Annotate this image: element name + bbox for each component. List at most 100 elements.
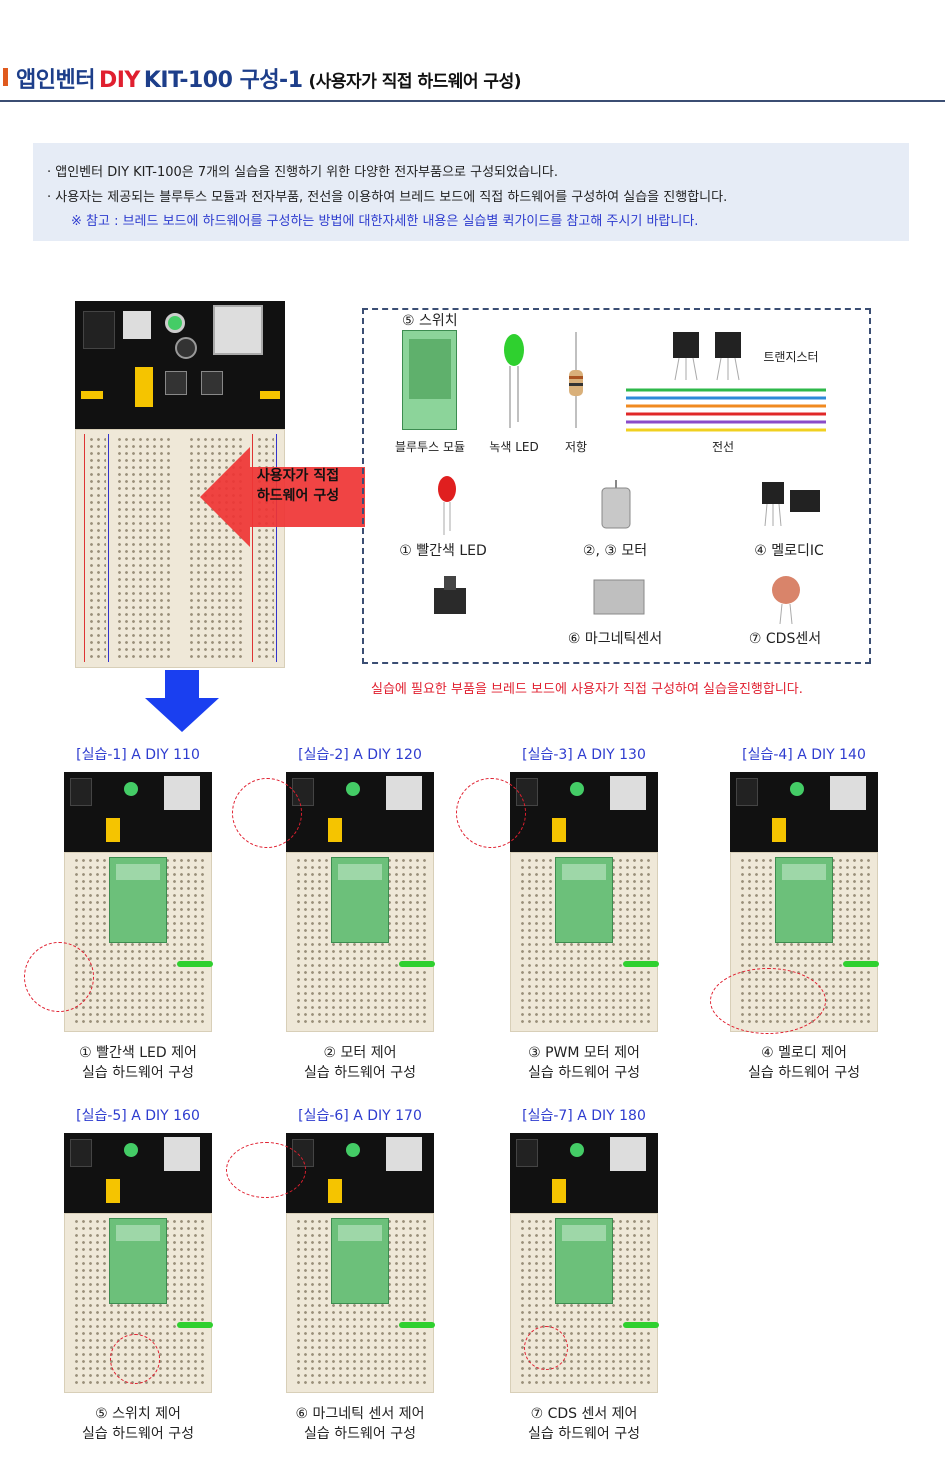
step-title-6: [실습-6] A DIY 170 xyxy=(298,1108,422,1124)
title-main: 앱인벤터 xyxy=(16,68,95,93)
step-board-1 xyxy=(64,772,213,1032)
step-title-7: [실습-7] A DIY 180 xyxy=(522,1108,646,1124)
main-breadboard xyxy=(75,301,285,668)
arrow-text: 사용자가 직접 하드웨어 구성 xyxy=(248,466,348,506)
caption-line1: ⑤ 스위치 제어 xyxy=(95,1406,181,1422)
power-module xyxy=(75,301,285,429)
step-power-module xyxy=(64,1133,212,1213)
cds-highlight xyxy=(524,1326,568,1370)
green-led-icon xyxy=(177,1322,213,1328)
bluetooth-module-icon xyxy=(775,857,833,943)
magnetic-highlight xyxy=(226,1142,306,1198)
label-bluetooth: 블루투스 모듈 xyxy=(394,440,466,454)
red-led-icon xyxy=(438,476,456,535)
caption-line1: ⑦ CDS 센서 제어 xyxy=(530,1406,638,1422)
label-magnetic: ⑥ 마그네틱센서 xyxy=(567,631,663,647)
arrow-left-icon xyxy=(200,447,365,547)
title-rest: KIT-100 구성-1 xyxy=(143,68,303,93)
bluetooth-module-icon xyxy=(331,1218,389,1304)
label-switch: ⑤ 스위치 xyxy=(402,313,458,329)
bluetooth-module-icon xyxy=(331,857,389,943)
caption-line1: ④ 멜로디 제어 xyxy=(761,1045,847,1061)
step-breadboard-body xyxy=(510,852,659,1032)
step-breadboard-body xyxy=(64,852,213,1032)
label-resistor: 저항 xyxy=(564,440,588,454)
caption-line2: 실습 하드웨어 구성 xyxy=(748,1065,860,1081)
caption-line1: ② 모터 제어 xyxy=(323,1045,397,1061)
step-breadboard-body xyxy=(286,1213,435,1393)
info-note: ※ 참고 : 브레드 보드에 하드웨어를 구성하는 방법에 대한자세한 내용은 … xyxy=(71,214,699,229)
caption-line1: ⑥ 마그네틱 센서 제어 xyxy=(295,1406,425,1422)
melody-highlight xyxy=(710,968,826,1034)
bluetooth-module-icon xyxy=(555,857,613,943)
bluetooth-module-icon xyxy=(402,330,457,430)
label-red-led: ① 빨간색 LED xyxy=(399,543,487,559)
bluetooth-module-icon xyxy=(109,857,167,943)
green-led-icon xyxy=(399,1322,435,1328)
label-motor: ②, ③ 모터 xyxy=(582,543,648,559)
step-power-module xyxy=(286,772,434,852)
title-diy: DIY xyxy=(98,68,140,93)
label-wire: 전선 xyxy=(711,440,735,454)
arrow-down-icon xyxy=(145,670,219,732)
caption-line2: 실습 하드웨어 구성 xyxy=(528,1426,640,1442)
switch-highlight xyxy=(110,1334,160,1384)
step-board-6 xyxy=(286,1133,435,1393)
step-board-7 xyxy=(510,1133,659,1393)
bluetooth-module-icon xyxy=(555,1218,613,1304)
melody-ic-icon xyxy=(762,482,820,527)
magnetic-sensor-icon xyxy=(593,579,645,615)
step-power-module xyxy=(510,772,658,852)
caption-line2: 실습 하드웨어 구성 xyxy=(528,1065,640,1081)
caption-line2: 실습 하드웨어 구성 xyxy=(304,1426,416,1442)
arrow-text-line2: 하드웨어 구성 xyxy=(256,488,340,504)
resistor-icon xyxy=(569,332,583,428)
switch-icon xyxy=(434,576,466,614)
step-title-1: [실습-1] A DIY 110 xyxy=(76,747,200,763)
jumper-wires-icon xyxy=(626,388,826,432)
red-led-highlight xyxy=(24,942,94,1012)
label-melody: ④ 멜로디IC xyxy=(754,543,824,559)
green-led-icon xyxy=(177,961,213,967)
green-led-icon xyxy=(843,961,879,967)
step-board-2 xyxy=(286,772,435,1032)
parts-panel: 블루투스 모듈 녹색 LED 저항 트랜지스터 전선 ① 빨간색 LED xyxy=(362,308,871,664)
step-title-2: [실습-2] A DIY 120 xyxy=(298,747,422,763)
title-sub: (사용자가 직접 하드웨어 구성) xyxy=(308,72,522,92)
step-power-module xyxy=(64,772,212,852)
green-led-icon xyxy=(399,961,435,967)
caption-line1: ③ PWM 모터 제어 xyxy=(528,1045,640,1061)
step-breadboard-body xyxy=(286,852,435,1032)
green-led-icon xyxy=(623,1322,659,1328)
caption-line1: ① 빨간색 LED 제어 xyxy=(79,1045,197,1061)
step-title-5: [실습-5] A DIY 160 xyxy=(76,1108,200,1124)
header-accent-bar xyxy=(3,68,8,86)
step-title-4: [실습-4] A DIY 140 xyxy=(742,747,866,763)
label-green-led: 녹색 LED xyxy=(489,440,539,454)
cds-sensor-icon xyxy=(772,576,800,624)
transistor-icon xyxy=(673,332,741,381)
green-led-icon xyxy=(623,961,659,967)
bluetooth-module-icon xyxy=(109,1218,167,1304)
motor-highlight-3 xyxy=(456,778,526,848)
step-breadboard-body xyxy=(510,1213,659,1393)
caption-line2: 실습 하드웨어 구성 xyxy=(304,1065,416,1081)
info-box: · 앱인벤터 DIY KIT-100은 7개의 실습을 진행하기 위한 다양한 … xyxy=(33,143,909,241)
info-line-1: · 앱인벤터 DIY KIT-100은 7개의 실습을 진행하기 위한 다양한 … xyxy=(47,165,558,180)
step-title-3: [실습-3] A DIY 130 xyxy=(522,747,646,763)
caption-line2: 실습 하드웨어 구성 xyxy=(82,1065,194,1081)
info-line-2: · 사용자는 제공되는 블루투스 모듈과 전자부품, 전선을 이용하여 브레드 … xyxy=(47,190,728,205)
step-power-module xyxy=(510,1133,658,1213)
arrow-text-line1: 사용자가 직접 xyxy=(256,468,340,484)
motor-icon xyxy=(601,480,631,529)
motor-highlight-2 xyxy=(232,778,302,848)
red-note: 실습에 필요한 부품을 브레드 보드에 사용자가 직접 구성하여 실습을진행합니… xyxy=(371,682,803,697)
